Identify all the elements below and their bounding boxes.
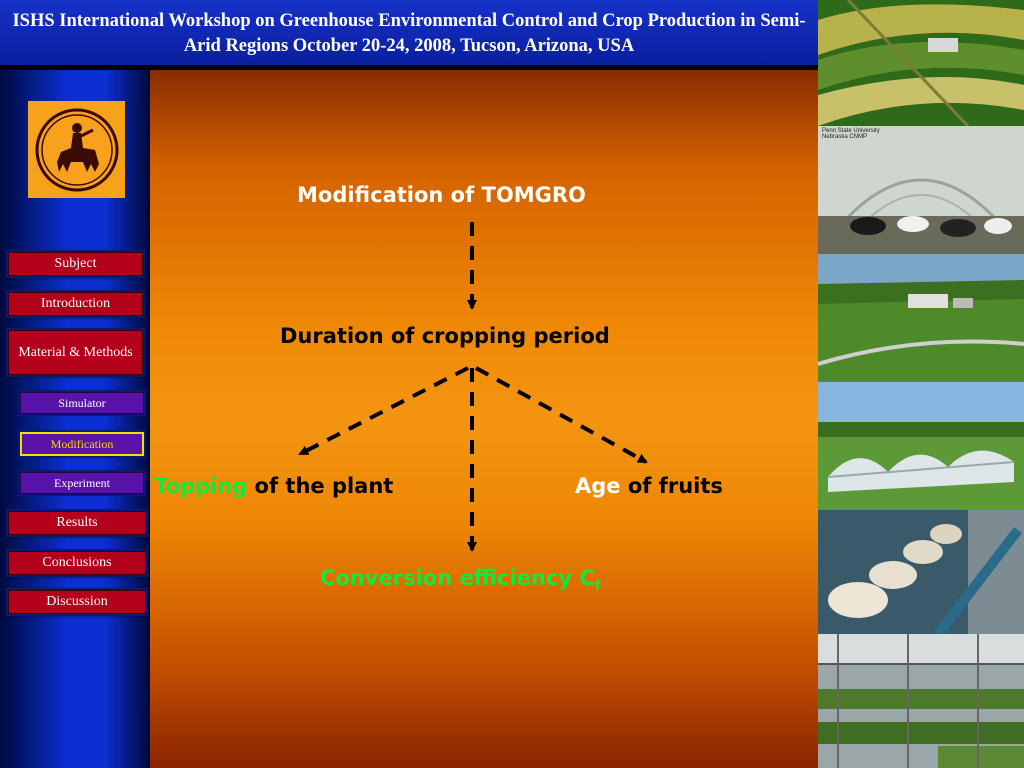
header-banner: ISHS International Workshop on Greenhous… <box>0 0 818 68</box>
node-left-rest: of the plant <box>247 474 394 498</box>
nav-experiment[interactable]: Experiment <box>20 472 144 494</box>
node-root: Modification of TOMGRO <box>297 183 586 207</box>
photo-label-penn-state: Penn State University <box>822 128 880 134</box>
photo-barn-interior: Penn State University Nebraska CNMP <box>818 126 1024 254</box>
workshop-title: ISHS International Workshop on Greenhous… <box>12 11 806 56</box>
diagram-arrows <box>298 222 648 552</box>
node-middle: Duration of cropping period <box>280 324 610 348</box>
nav-introduction[interactable]: Introduction <box>8 292 143 316</box>
nav-modification[interactable]: Modification <box>20 432 144 456</box>
node-bottom: Conversion efficiency Cf <box>320 566 600 594</box>
nav-conclusions[interactable]: Conclusions <box>8 551 146 575</box>
diagram-panel: Modification of TOMGRO Duration of cropp… <box>150 70 818 768</box>
node-left-highlight: Topping <box>154 474 248 498</box>
node-bottom-text: Conversion efficiency C <box>320 566 595 590</box>
photo-hoop-houses <box>818 382 1024 510</box>
node-right-rest: of fruits <box>620 474 723 498</box>
nav-discussion[interactable]: Discussion <box>8 590 146 614</box>
logo <box>28 101 125 198</box>
nav-results[interactable]: Results <box>8 511 146 535</box>
centaur-emblem-icon <box>35 108 118 191</box>
photo-sheep <box>818 510 1024 634</box>
photo-aerial-farm <box>818 0 1024 126</box>
node-right: Age of fruits <box>575 474 723 498</box>
photo-label-nebraska: Nebraska CNMP <box>822 134 867 140</box>
nav-material-methods[interactable]: Material & Methods <box>8 330 143 375</box>
node-right-highlight: Age <box>575 474 621 498</box>
nav-subject[interactable]: Subject <box>8 252 143 276</box>
photo-farmstead <box>818 254 1024 382</box>
nav-simulator[interactable]: Simulator <box>20 392 144 414</box>
sidebar: Subject Introduction Material & Methods … <box>0 70 150 768</box>
photo-strip: Penn State University Nebraska CNMP <box>818 0 1024 768</box>
photo-greenhouse-seedlings <box>818 634 1024 768</box>
arrow-middle-to-left <box>298 366 469 456</box>
node-left: Topping of the plant <box>154 474 393 498</box>
arrow-middle-to-right <box>475 366 648 464</box>
node-bottom-subscript: f <box>594 579 601 595</box>
